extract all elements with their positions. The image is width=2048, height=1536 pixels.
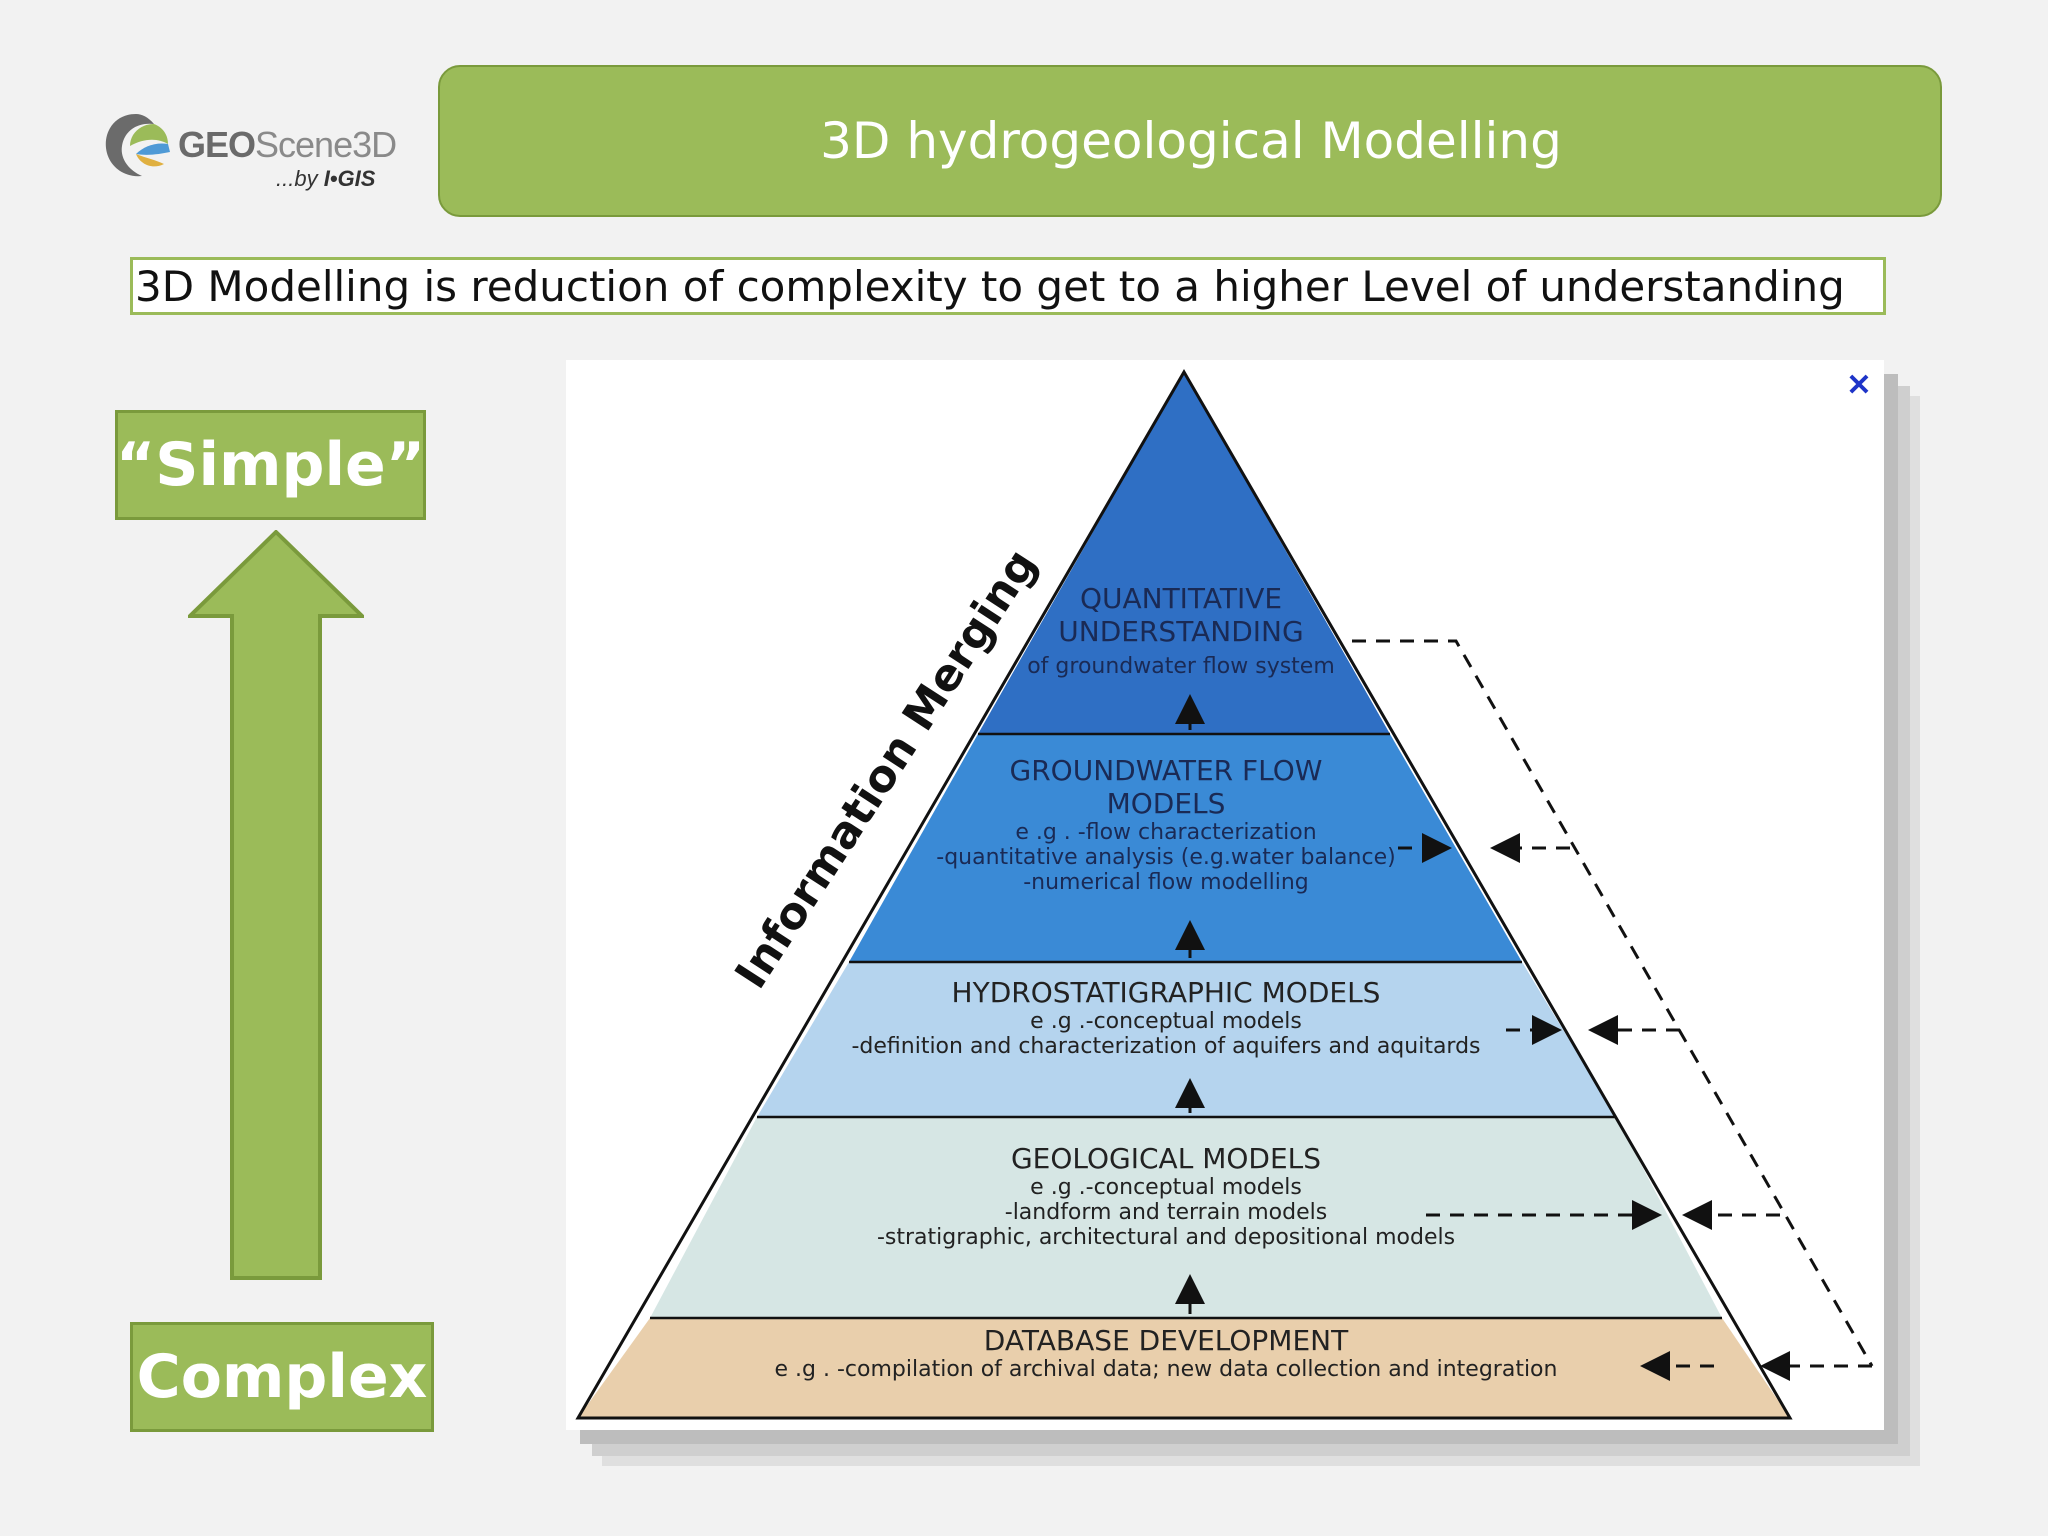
level-title: HYDROSTATIGRAPHIC MODELS [951, 976, 1381, 1009]
level-title: DATABASE DEVELOPMENT [983, 1324, 1349, 1357]
level-title: MODELS [1106, 787, 1226, 820]
geoscene-logo-icon [105, 114, 170, 177]
pyramid-outline [575, 369, 1793, 1420]
level-description: -landform and terrain models [1004, 1200, 1328, 1225]
level-description: -quantitative analysis (e.g.water balanc… [936, 845, 1396, 870]
level-title: QUANTITATIVE [1079, 582, 1283, 615]
feedback-dashed-lines [1352, 639, 1874, 1381]
up-arrow-icon [188, 530, 364, 1280]
level-hydrostratigraphic [757, 962, 1616, 1117]
level-quantitative [978, 372, 1390, 734]
company-logo: GEOScene3D ...by I•GIS [98, 104, 398, 204]
level-database-text: DATABASE DEVELOPMENT e .g . -compilation… [726, 1324, 1606, 1382]
level-geological [650, 1117, 1722, 1318]
level-title: GEOLOGICAL MODELS [1010, 1142, 1322, 1175]
level-description: -definition and characterization of aqui… [851, 1034, 1481, 1059]
level-description: e .g . -flow characterization [1015, 820, 1317, 845]
level-description: e .g . -compilation of archival data; ne… [774, 1357, 1558, 1382]
pyramid-diagram: QUANTITATIVE UNDERSTANDING of groundwate… [566, 360, 1884, 1430]
level-description: e .g .-conceptual models [1030, 1009, 1302, 1034]
level-groundwater-text: GROUNDWATER FLOW MODELS e .g . -flow cha… [896, 754, 1436, 895]
level-title: GROUNDWATER FLOW [1009, 754, 1323, 787]
complex-label: Complex [130, 1322, 434, 1432]
level-description: -stratigraphic, architectural and deposi… [876, 1225, 1456, 1250]
level-description: -numerical flow modelling [1023, 870, 1309, 895]
level-quantitative-text: QUANTITATIVE UNDERSTANDING of groundwate… [966, 582, 1396, 679]
level-geological-text: GEOLOGICAL MODELS e .g .-conceptual mode… [826, 1142, 1506, 1250]
logo-tagline: ...by I•GIS [276, 166, 376, 191]
slide-title-banner: 3D hydrogeological Modelling [438, 65, 1942, 217]
level-description: of groundwater flow system [1027, 654, 1335, 679]
level-description: e .g .-conceptual models [1030, 1175, 1302, 1200]
level-hydrostratigraphic-text: HYDROSTATIGRAPHIC MODELS e .g .-conceptu… [826, 976, 1506, 1059]
pyramid-svg [575, 369, 1874, 1420]
slide-subtitle: 3D Modelling is reduction of complexity … [130, 257, 1886, 315]
logo-wordmark: GEOScene3D [178, 124, 397, 165]
simple-label: “Simple” [115, 410, 426, 520]
level-title: UNDERSTANDING [1058, 615, 1304, 648]
level-database [578, 1318, 1790, 1418]
level-groundwater-flow [849, 734, 1522, 962]
slide-title: 3D hydrogeological Modelling [820, 112, 1562, 170]
close-icon[interactable]: ✕ [1846, 368, 1872, 402]
